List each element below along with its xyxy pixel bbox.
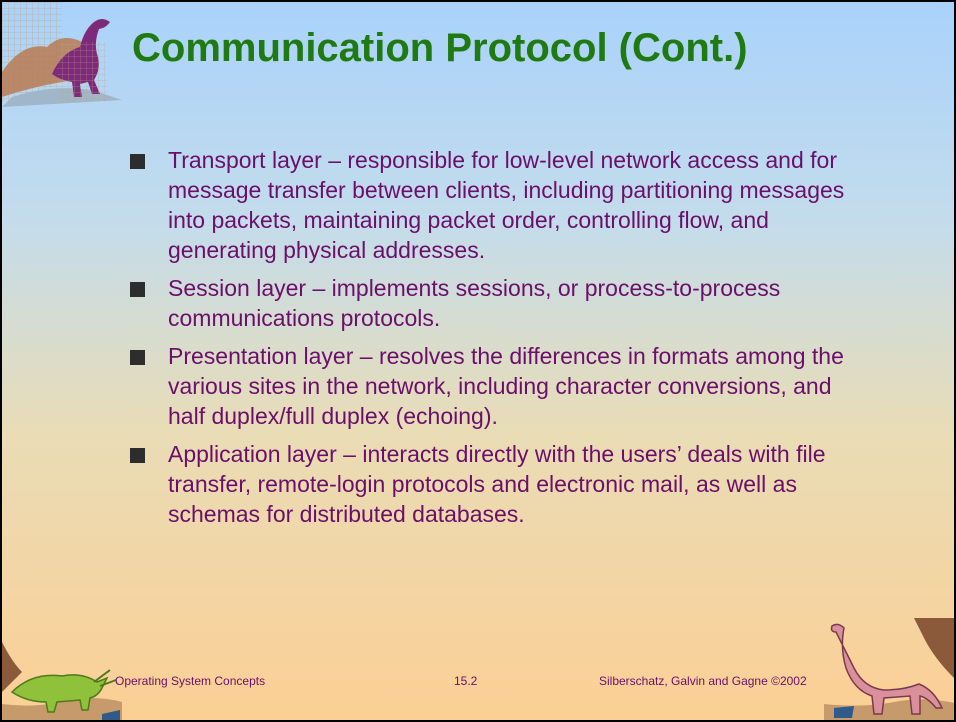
list-item: Transport layer – responsible for low-le…: [130, 145, 850, 265]
footer-authors: Silberschatz, Galvin and Gagne ©2002: [599, 674, 807, 688]
footer-book-title: Operating System Concepts: [115, 674, 266, 688]
list-item: Session layer – implements sessions, or …: [130, 273, 850, 333]
bullet-square-icon: [130, 448, 145, 463]
triceratops-icon: [2, 642, 122, 720]
footer-page-number: 15.2: [454, 674, 478, 688]
list-item: Application layer – interacts directly w…: [130, 439, 850, 529]
bullet-square-icon: [130, 350, 145, 365]
slide-title: Communication Protocol (Cont.): [132, 26, 748, 70]
bullet-text: Application layer – interacts directly w…: [168, 441, 826, 527]
bullet-text: Transport layer – responsible for low-le…: [168, 147, 845, 263]
list-item: Presentation layer – resolves the differ…: [130, 341, 850, 431]
bullet-list: Transport layer – responsible for low-le…: [130, 145, 850, 537]
bullet-square-icon: [130, 154, 145, 169]
brontosaurus-icon: [824, 618, 954, 720]
dinosaur-grid-icon: [2, 2, 122, 107]
bullet-text: Presentation layer – resolves the differ…: [168, 343, 844, 429]
bullet-square-icon: [130, 282, 145, 297]
bullet-text: Session layer – implements sessions, or …: [168, 275, 781, 331]
